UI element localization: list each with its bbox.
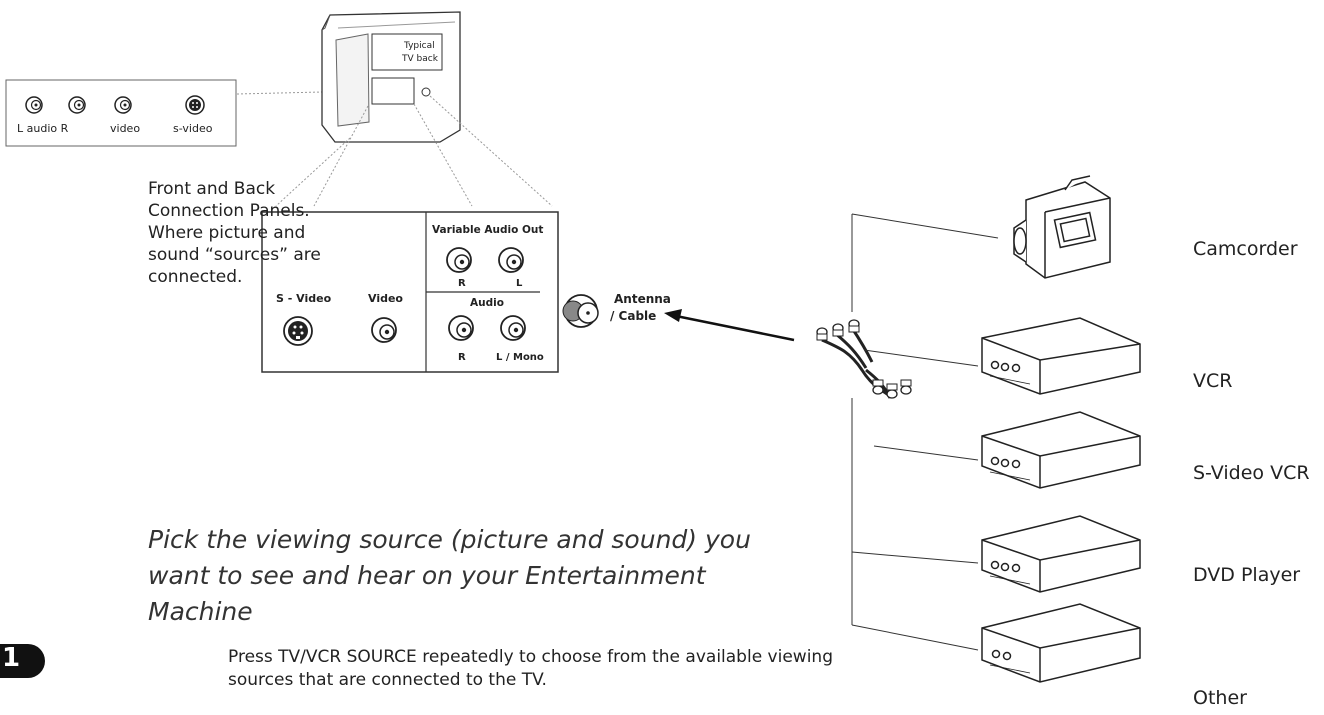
jack-audio-l-mono [500,315,526,341]
tv-back: Typical TV back [321,11,461,143]
device-label-svideo-vcr: S-Video VCR [1193,462,1310,484]
label-var-r: R [458,278,466,289]
jack-l-audio [25,96,43,114]
device-label-camcorder: Camcorder [1193,238,1298,260]
antenna-label-line2: / Cable [610,309,656,323]
jack-r-audio [68,96,86,114]
jack-audio-r [448,315,474,341]
antenna-label-line1: Antenna [614,292,671,306]
arrow [664,309,795,342]
jack-var-audio-r [446,247,472,273]
device-label-other: Other [1193,687,1247,709]
device-connection-lines [851,213,999,651]
label-s-video-back: S - Video [276,292,332,305]
dvd-player-icon [981,515,1141,593]
jack-video-back [371,317,397,343]
tv-back-label-line1: Typical [403,41,435,51]
label-variable-audio-out: Variable Audio Out [432,224,543,236]
label-var-l: L [516,278,523,289]
av-cable-bundle [816,319,912,399]
label-audio-l-mono: L / Mono [496,352,544,363]
device-label-vcr: VCR [1193,370,1233,392]
antenna-cable-jack [562,294,599,328]
jack-s-video-front [185,95,205,115]
label-s-video-front: s-video [173,122,213,135]
label-audio-r: R [458,352,466,363]
device-label-dvd-player: DVD Player [1193,564,1301,586]
jack-s-video-back [283,316,313,346]
front-panel: L audio R video s-video [5,79,237,147]
svideo-vcr-icon [981,411,1141,489]
tv-back-label-line2: TV back [401,54,439,64]
other-device-icon [981,603,1141,683]
jack-var-audio-l [498,247,524,273]
label-l-audio-r: L audio R [17,122,69,135]
label-video-back: Video [368,292,403,305]
step-badge [0,644,45,678]
pick-source-heading: Pick the viewing source (picture and sou… [148,525,751,626]
vcr-icon [981,317,1141,395]
back-panel: Variable Audio Out R L Audio R L / Mono … [261,211,559,373]
jack-video [114,96,132,114]
camcorder-icon [1013,175,1111,279]
step-number: 1 [2,643,21,673]
label-video-front: video [110,122,140,135]
step-instruction: Press TV/VCR SOURCE repeatedly to choose… [228,647,833,690]
label-audio: Audio [470,297,504,309]
connection-panels-description: Front and Back Connection Panels. Where … [148,179,321,287]
